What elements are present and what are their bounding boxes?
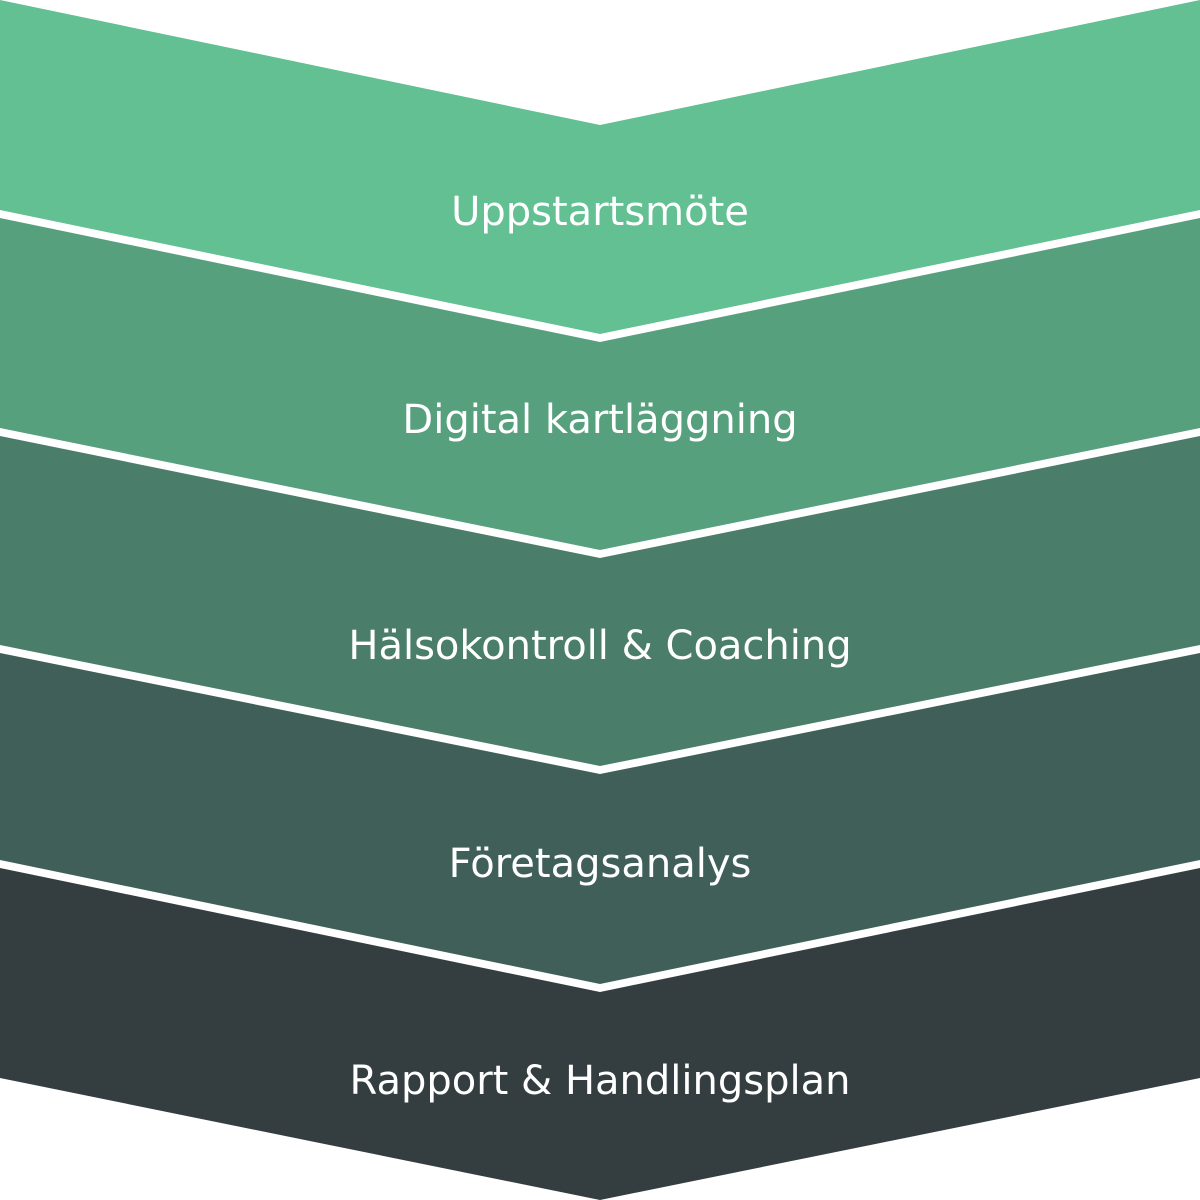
chevron-step-5: [0, 868, 1200, 1200]
chevron-step-1: [0, 0, 1200, 334]
step-3-label: Hälsokontroll & Coaching: [348, 623, 852, 669]
step-2-label: Digital kartläggning: [402, 397, 798, 443]
chevron-step-3: [0, 436, 1200, 766]
chevron-step-2: [0, 218, 1200, 550]
step-5-label: Rapport & Handlingsplan: [349, 1058, 851, 1104]
chevron-step-4: [0, 653, 1200, 984]
step-1-label: Uppstartsmöte: [451, 189, 749, 235]
step-4-label: Företagsanalys: [448, 841, 752, 887]
